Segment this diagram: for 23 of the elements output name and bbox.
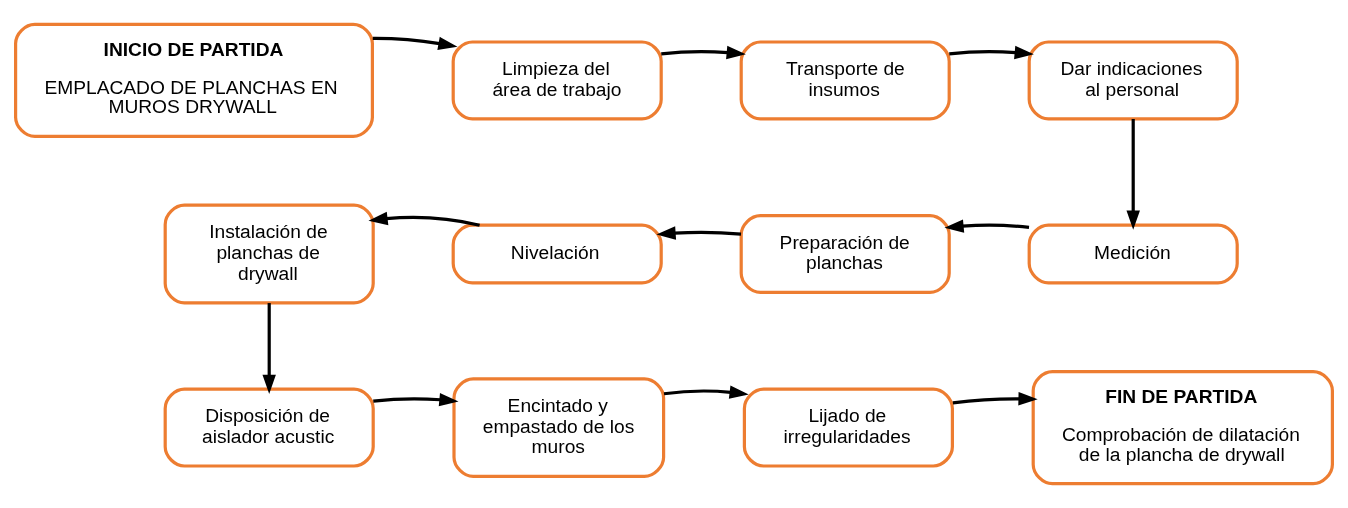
arrow — [663, 385, 749, 399]
arrow — [373, 392, 459, 407]
arrow — [949, 45, 1034, 60]
arrow — [372, 36, 458, 51]
arrow — [952, 392, 1038, 406]
node-box: Preparación de planchas — [739, 214, 951, 294]
arrow — [368, 211, 480, 227]
node-box: FIN DE PARTIDA Comprobación de dilatación de la plancha de drywall — [1031, 370, 1334, 486]
node-box: Encintado y empastado de los muros — [452, 377, 666, 478]
arrow — [1126, 119, 1140, 230]
node-box: Transporte de insumos — [739, 40, 951, 121]
node-box: Instalación de planchas de drywall — [163, 203, 375, 305]
node-box: INICIO DE PARTIDA EMPLACADO DE PLANCHAS EN MUROS DRYWALL — [14, 22, 374, 138]
node-box: Medición — [1027, 223, 1239, 285]
node-box: Nivelación — [451, 223, 663, 285]
node-box: Limpieza del área de trabajo — [451, 40, 663, 121]
arrow — [661, 45, 746, 60]
node-box: Disposición de aislador acustic — [163, 387, 375, 468]
arrow — [944, 219, 1030, 233]
arrow — [262, 303, 276, 394]
node-box: Lijado de irregularidades — [742, 387, 954, 468]
node-box: Dar indicaciones al personal — [1027, 40, 1239, 121]
arrow — [656, 226, 742, 240]
